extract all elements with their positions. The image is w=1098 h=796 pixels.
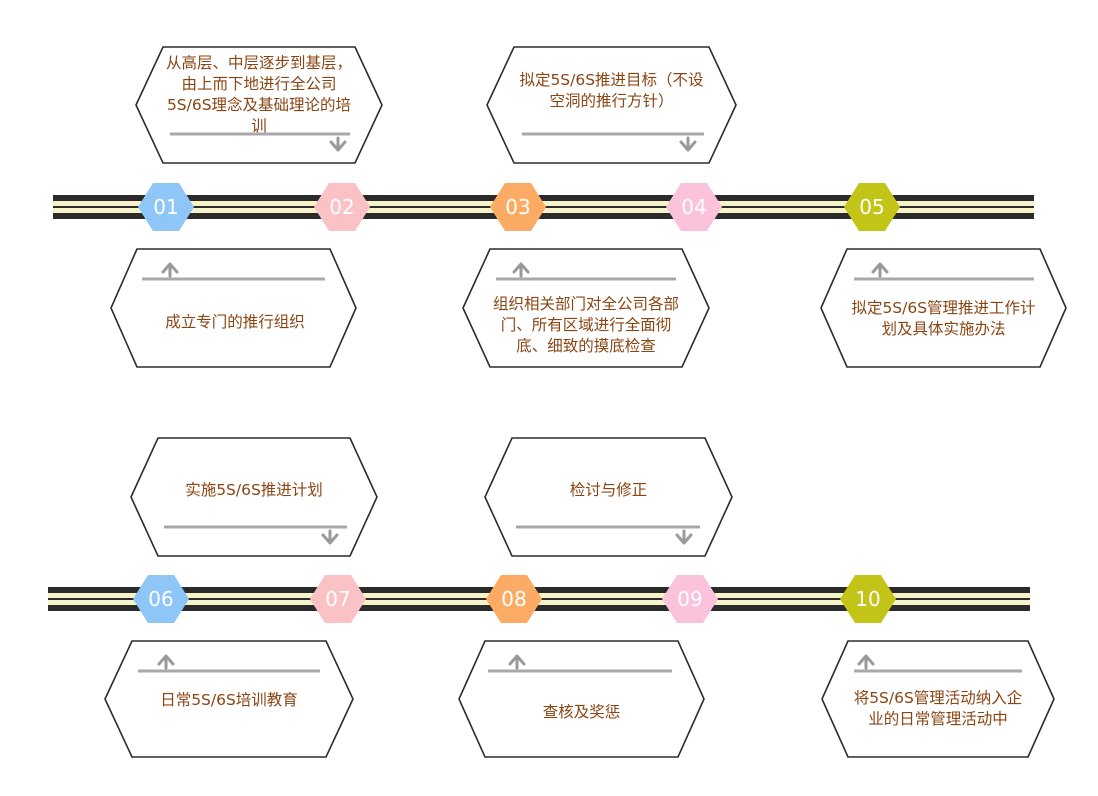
step-marker-05 (844, 183, 900, 231)
step-marker-02 (314, 183, 370, 231)
step-number-04: 04 (681, 195, 707, 219)
step-text-02: 从高层、中层逐步到基层，由上而下地进行全公司5S/6S理念及基础理论的培训 (165, 54, 352, 135)
step-text-03: 组织相关部门对全公司各部门、所有区域进行全面彻底、细致的摸底检查 (492, 295, 679, 355)
step-text-06: 日常5S/6S培训教育 (160, 690, 298, 709)
step-text-05: 拟定5S/6S管理推进工作计划及具体实施办法 (851, 299, 1036, 338)
step-number-03: 03 (505, 195, 531, 219)
step-number-09: 09 (677, 587, 703, 611)
step-marker-10 (840, 575, 896, 623)
step-text-09: 检讨与修正 (569, 480, 648, 499)
step-text-10: 将5S/6S管理活动纳入企业的日常管理活动中 (853, 689, 1023, 728)
step-text-04: 拟定5S/6S推进目标（不设空洞的推行方针） (519, 71, 704, 110)
step-marker-04 (666, 183, 722, 231)
step-number-08: 08 (501, 587, 527, 611)
step-marker-07 (310, 575, 366, 623)
step-text-01: 成立专门的推行组织 (165, 312, 305, 331)
step-text-07: 实施5S/6S推进计划 (185, 480, 323, 499)
step-text-08: 查核及奖惩 (542, 703, 621, 721)
step-marker-09 (662, 575, 718, 623)
step-number-10: 10 (855, 587, 881, 611)
step-marker-06 (133, 575, 189, 623)
step-marker-01 (138, 183, 194, 231)
step-number-01: 01 (153, 195, 179, 219)
step-marker-03 (490, 183, 546, 231)
step-number-05: 05 (859, 195, 885, 219)
step-number-02: 02 (329, 195, 355, 219)
step-marker-08 (486, 575, 542, 623)
step-number-07: 07 (325, 587, 351, 611)
step-number-06: 06 (148, 587, 174, 611)
